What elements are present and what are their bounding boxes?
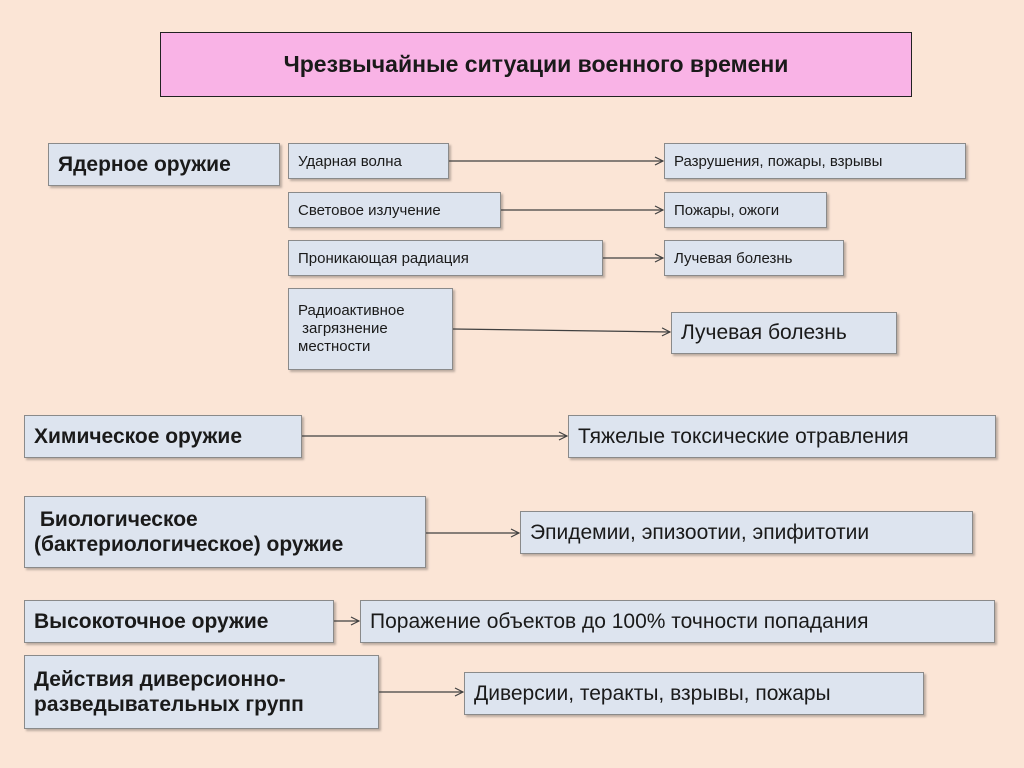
sabotage-groups-box: Действия диверсионно- разведывательных г… bbox=[24, 655, 379, 729]
precision-weapon-box: Высокоточное оружие bbox=[24, 600, 334, 643]
arrow-contamination bbox=[452, 329, 670, 332]
radiation-sickness-box: Лучевая болезнь bbox=[664, 240, 844, 276]
toxic-poisoning-box: Тяжелые токсические отравления bbox=[568, 415, 996, 458]
light-radiation-box: Световое излучение bbox=[288, 192, 501, 228]
nuclear-weapon-box: Ядерное оружие bbox=[48, 143, 280, 186]
chemical-weapon-box: Химическое оружие bbox=[24, 415, 302, 458]
destruction-effect-box: Разрушения, пожары, взрывы bbox=[664, 143, 966, 179]
radioactive-contamination-box: Радиоактивное загрязнение местности bbox=[288, 288, 453, 370]
target-destruction-box: Поражение объектов до 100% точности попа… bbox=[360, 600, 995, 643]
epidemics-box: Эпидемии, эпизоотии, эпифитотии bbox=[520, 511, 973, 554]
burns-effect-box: Пожары, ожоги bbox=[664, 192, 827, 228]
terror-acts-box: Диверсии, теракты, взрывы, пожары bbox=[464, 672, 924, 715]
diagram-title: Чрезвычайные ситуации военного времени bbox=[160, 32, 912, 97]
biological-weapon-box: Биологическое (бактериологическое) оружи… bbox=[24, 496, 426, 568]
shock-wave-box: Ударная волна bbox=[288, 143, 449, 179]
radiation-sickness-large-box: Лучевая болезнь bbox=[671, 312, 897, 354]
penetrating-radiation-box: Проникающая радиация bbox=[288, 240, 603, 276]
